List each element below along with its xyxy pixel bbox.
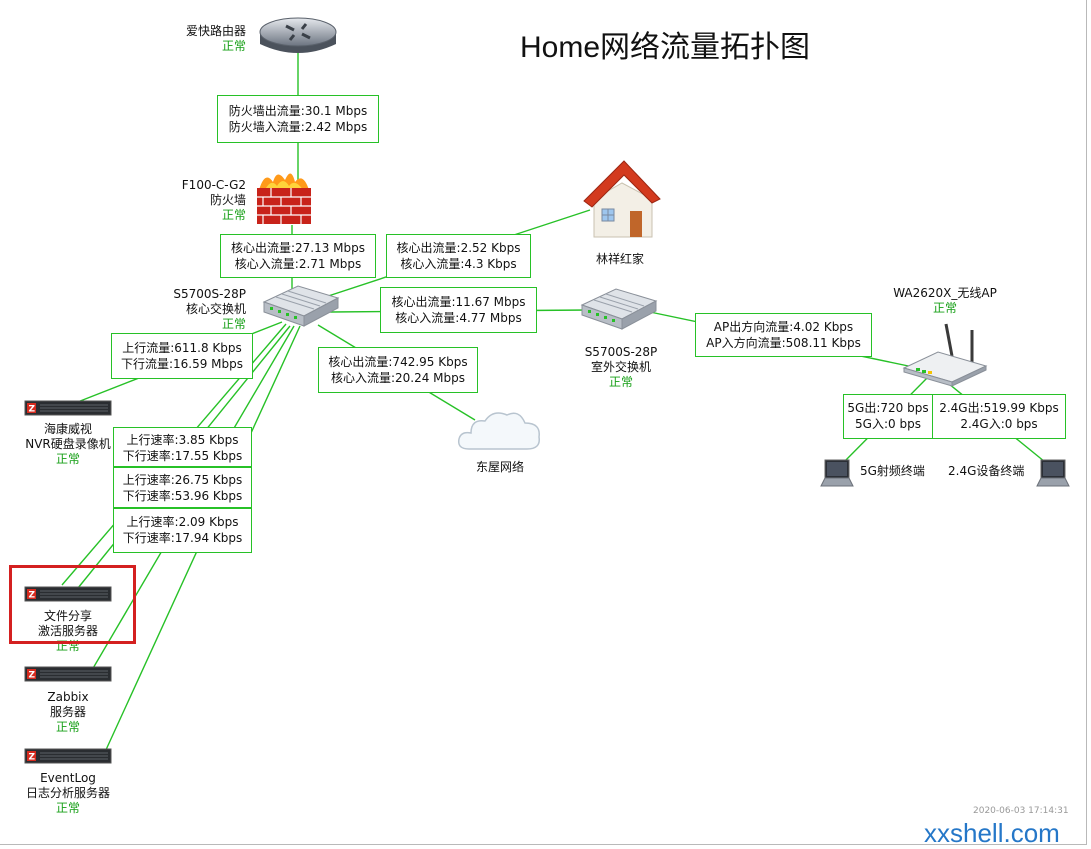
house-icon[interactable] <box>580 155 662 241</box>
firewall-core-traffic-box[interactable]: 核心出流量:27.13 Mbps 核心入流量:2.71 Mbps <box>220 234 376 278</box>
server-icon[interactable]: Z <box>24 584 112 604</box>
svg-text:Z: Z <box>29 405 36 415</box>
outdoor-switch-label: S5700S-28P 室外交换机 正常 <box>575 345 667 390</box>
zabbix-name2: 服务器 <box>49 705 86 719</box>
ap-out: AP出方向流量:4.02 Kbps <box>713 320 854 334</box>
band-24g-traffic-box[interactable]: 2.4G出:519.99 Kbps 2.4G入:0 bps <box>932 394 1066 439</box>
home-core-out: 核心出流量:2.52 Kbps <box>396 241 521 255</box>
home-name: 林祥红家 <box>595 252 644 266</box>
file-traffic-box[interactable]: 上行速率:3.85 Kbps 下行速率:17.55 Kbps <box>113 427 252 467</box>
eventlog-traffic-box[interactable]: 上行速率:2.09 Kbps 下行速率:17.94 Kbps <box>113 508 252 553</box>
outdoor-core-in: 核心入流量:4.77 Mbps <box>395 311 522 325</box>
laptop-icon[interactable] <box>820 458 854 488</box>
eventlog-up: 上行速率:2.09 Kbps <box>126 515 239 529</box>
band-5g-out: 5G出:720 bps <box>847 401 929 415</box>
timestamp: 2020-06-03 17:14:31 <box>973 806 1069 816</box>
eventlog-label: EventLog 日志分析服务器 正常 <box>10 771 126 816</box>
outdoor-core-out: 核心出流量:11.67 Mbps <box>391 295 526 309</box>
home-core-traffic-box[interactable]: 核心出流量:2.52 Kbps 核心入流量:4.3 Kbps <box>386 234 531 278</box>
eventlog-name1: EventLog <box>40 771 96 785</box>
terminal-5g-label: 5G射频终端 <box>860 464 925 478</box>
home-label: 林祥红家 <box>580 252 660 267</box>
eventlog-down: 下行速率:17.94 Kbps <box>122 531 243 545</box>
zabbix-up: 上行速率:26.75 Kbps <box>122 473 243 487</box>
zabbix-name1: Zabbix <box>47 690 89 704</box>
firewall-core-out: 核心出流量:27.13 Mbps <box>230 241 366 255</box>
firewall-core-in: 核心入流量:2.71 Mbps <box>234 257 362 271</box>
svg-text:Z: Z <box>29 753 36 763</box>
server-icon[interactable]: Z <box>24 398 112 418</box>
outdoor-switch-status: 正常 <box>608 375 633 389</box>
cloud-core-traffic-box[interactable]: 核心出流量:742.95 Kbps 核心入流量:20.24 Mbps <box>318 347 478 393</box>
nvr-brand: 海康威视 <box>43 422 92 436</box>
file-up: 上行速率:3.85 Kbps <box>126 433 239 447</box>
ap-label: WA2620X_无线AP 正常 <box>880 286 1010 316</box>
firewall-name: 防火墙 <box>209 193 246 207</box>
server-icon[interactable]: Z <box>24 746 112 766</box>
band-5g-traffic-box[interactable]: 5G出:720 bps 5G入:0 bps <box>843 394 933 439</box>
file-server-name1: 文件分享 <box>43 609 92 623</box>
band-24g-out: 2.4G出:519.99 Kbps <box>939 401 1059 415</box>
ap-in: AP入方向流量:508.11 Kbps <box>706 336 861 350</box>
firewall-model: F100-C-G2 <box>181 178 246 192</box>
home-core-in: 核心入流量:4.3 Kbps <box>400 257 517 271</box>
watermark: xxshell.com <box>924 818 1060 848</box>
nvr-label: 海康威视 NVR硬盘录像机 正常 <box>10 422 126 467</box>
nvr-status: 正常 <box>55 452 80 466</box>
outdoor-core-traffic-box[interactable]: 核心出流量:11.67 Mbps 核心入流量:4.77 Mbps <box>380 287 537 333</box>
zabbix-status: 正常 <box>55 720 80 734</box>
page-title: Home网络流量拓扑图 <box>520 31 811 64</box>
zabbix-traffic-box[interactable]: 上行速率:26.75 Kbps 下行速率:53.96 Kbps <box>113 467 252 508</box>
router-status: 正常 <box>221 39 246 53</box>
nvr-traffic-box[interactable]: 上行流量:611.8 Kbps 下行流量:16.59 Mbps <box>111 333 253 379</box>
zabbix-down: 下行速率:53.96 Kbps <box>122 489 243 503</box>
cloud-core-in: 核心入流量:20.24 Mbps <box>330 371 466 385</box>
router-icon[interactable] <box>258 12 338 62</box>
core-switch-model: S5700S-28P <box>173 287 246 301</box>
zabbix-label: Zabbix 服务器 正常 <box>10 690 126 735</box>
outdoor-switch-model: S5700S-28P <box>584 345 658 359</box>
firewall-wan-out: 防火墙出流量:30.1 Mbps <box>228 104 368 118</box>
core-switch-status: 正常 <box>221 317 246 331</box>
router-label: 爱快路由器 正常 <box>160 24 246 54</box>
laptop-icon[interactable] <box>1036 458 1070 488</box>
firewall-icon[interactable] <box>253 168 315 228</box>
ap-status: 正常 <box>932 301 957 315</box>
svg-text:Z: Z <box>29 671 36 681</box>
nvr-down: 下行流量:16.59 Mbps <box>120 357 244 371</box>
server-icon[interactable]: Z <box>24 664 112 684</box>
outdoor-switch-icon[interactable] <box>580 283 658 333</box>
cloud-name: 东屋网络 <box>475 460 524 474</box>
firewall-wan-in: 防火墙入流量:2.42 Mbps <box>228 120 368 134</box>
cloud-icon[interactable] <box>455 405 545 455</box>
nvr-up: 上行流量:611.8 Kbps <box>122 341 242 355</box>
cloud-core-out: 核心出流量:742.95 Kbps <box>328 355 468 369</box>
ap-traffic-box[interactable]: AP出方向流量:4.02 Kbps AP入方向流量:508.11 Kbps <box>695 313 872 357</box>
nvr-name: NVR硬盘录像机 <box>25 437 111 451</box>
firewall-status: 正常 <box>221 208 246 222</box>
svg-text:Z: Z <box>29 591 36 601</box>
file-down: 下行速率:17.55 Kbps <box>122 449 243 463</box>
outdoor-switch-name: 室外交换机 <box>590 360 651 374</box>
terminal-24g-label: 2.4G设备终端 <box>948 464 1025 478</box>
router-name: 爱快路由器 <box>185 24 246 38</box>
ap-name: WA2620X_无线AP <box>893 286 997 300</box>
file-server-name2: 激活服务器 <box>37 624 98 638</box>
highlight-box <box>9 565 136 644</box>
eventlog-status: 正常 <box>55 801 80 815</box>
firewall-label: F100-C-G2 防火墙 正常 <box>150 178 246 223</box>
cloud-label: 东屋网络 <box>460 460 540 475</box>
core-switch-name: 核心交换机 <box>185 302 246 316</box>
eventlog-name2: 日志分析服务器 <box>25 786 110 800</box>
core-switch-label: S5700S-28P 核心交换机 正常 <box>150 287 246 332</box>
firewall-wan-traffic-box[interactable]: 防火墙出流量:30.1 Mbps 防火墙入流量:2.42 Mbps <box>217 95 379 143</box>
band-5g-in: 5G入:0 bps <box>855 417 921 431</box>
wireless-ap-icon[interactable] <box>900 320 990 388</box>
switch-icon[interactable] <box>262 280 340 330</box>
band-24g-in: 2.4G入:0 bps <box>960 417 1038 431</box>
